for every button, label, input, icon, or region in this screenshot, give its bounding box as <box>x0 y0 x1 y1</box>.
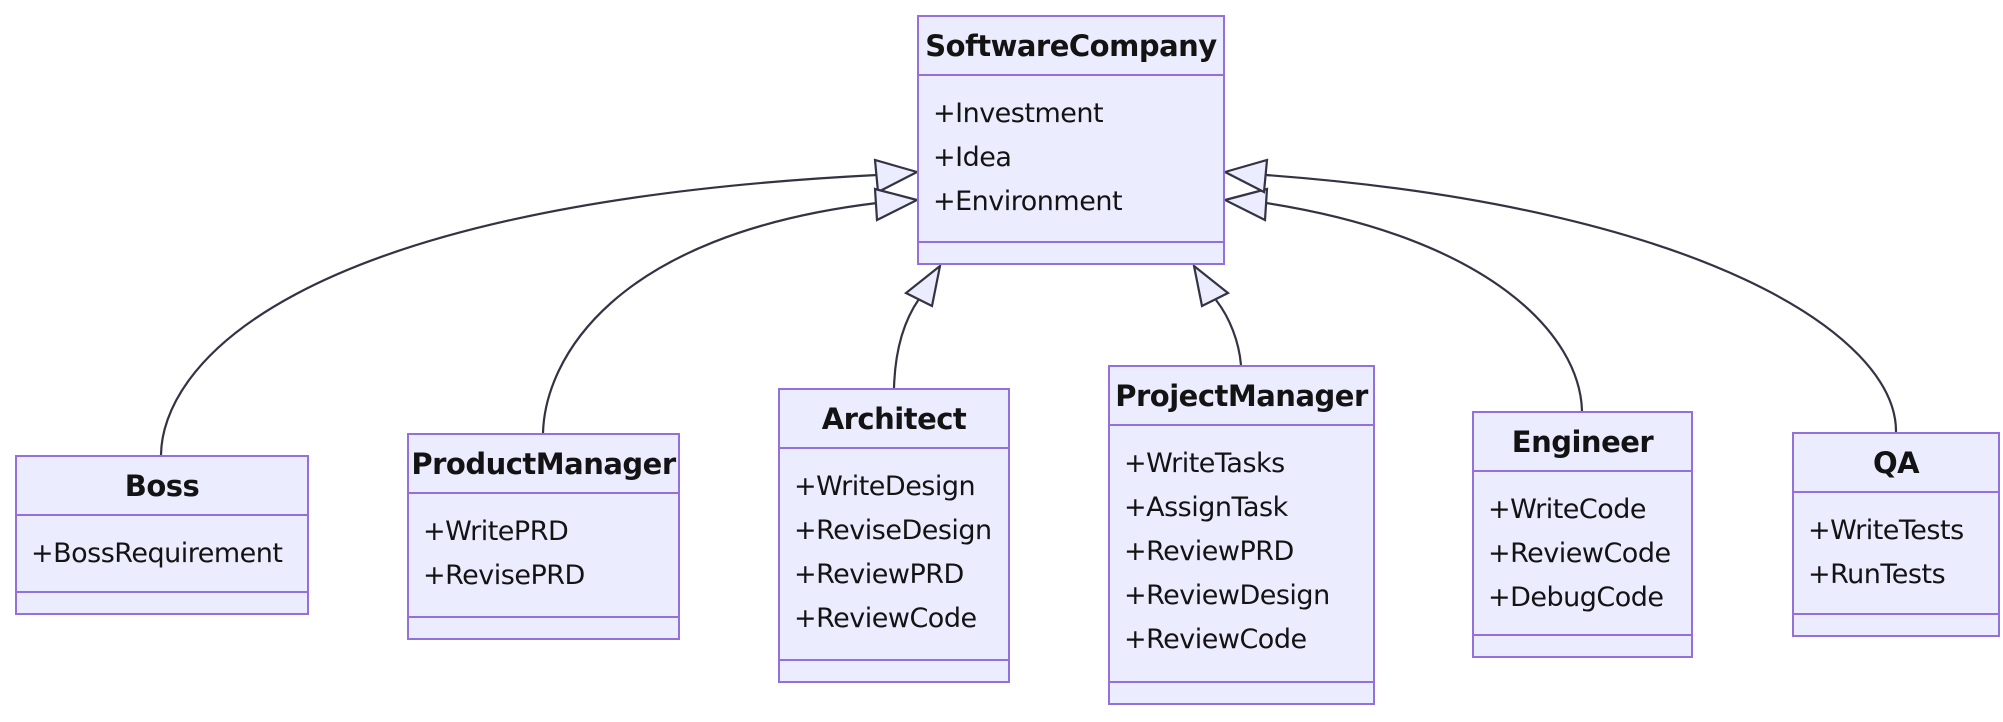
class-boss-attributes: +BossRequirement <box>17 516 307 591</box>
attribute: +ReviewDesign <box>1124 580 1330 611</box>
class-boss: Boss +BossRequirement <box>15 455 309 615</box>
inheritance-edge-product-manager <box>541 201 878 434</box>
attribute: +ReviewCode <box>1488 538 1671 569</box>
inheritance-arrowhead-architect <box>903 263 942 308</box>
class-qa-attributes: +WriteTests +RunTests <box>1794 493 1998 613</box>
attribute: +DebugCode <box>1488 582 1664 613</box>
attribute: +ReviewPRD <box>794 559 964 590</box>
attribute: +ReviewPRD <box>1124 536 1294 567</box>
class-software-company-attributes: +Investment +Idea +Environment <box>919 76 1223 241</box>
attribute: +Investment <box>933 98 1104 129</box>
class-project-manager-methods-empty <box>1110 681 1373 703</box>
attribute: +WriteCode <box>1488 494 1647 525</box>
attribute: +WriteTasks <box>1124 448 1285 479</box>
inheritance-edge-project-manager <box>1215 299 1243 366</box>
class-engineer: Engineer +WriteCode +ReviewCode +DebugCo… <box>1472 411 1693 658</box>
class-qa: QA +WriteTests +RunTests <box>1792 432 2000 637</box>
class-product-manager-attributes: +WritePRD +RevisePRD <box>409 494 678 616</box>
inheritance-edge-qa <box>1265 173 1898 433</box>
inheritance-edge-architect <box>892 298 920 389</box>
class-project-manager: ProjectManager +WriteTasks +AssignTask +… <box>1108 365 1375 705</box>
class-qa-methods-empty <box>1794 613 1998 635</box>
class-qa-title: QA <box>1794 434 1998 493</box>
attribute: +ReviseDesign <box>794 515 992 546</box>
attribute: +WritePRD <box>423 516 569 547</box>
class-project-manager-attributes: +WriteTasks +AssignTask +ReviewPRD +Revi… <box>1110 426 1373 681</box>
class-project-manager-title: ProjectManager <box>1110 367 1373 426</box>
class-software-company: SoftwareCompany +Investment +Idea +Envir… <box>917 15 1225 265</box>
inheritance-arrowhead-project-manager <box>1192 263 1231 308</box>
class-engineer-attributes: +WriteCode +ReviewCode +DebugCode <box>1474 472 1691 634</box>
class-product-manager-methods-empty <box>409 616 678 638</box>
attribute: +BossRequirement <box>31 538 283 569</box>
attribute: +Environment <box>933 186 1123 217</box>
attribute: +RunTests <box>1808 559 1946 590</box>
inheritance-edge-engineer <box>1265 201 1584 412</box>
class-product-manager-title: ProductManager <box>409 435 678 494</box>
attribute: +ReviewCode <box>794 603 977 634</box>
attribute: +RevisePRD <box>423 560 585 591</box>
inheritance-arrowhead-product-manager <box>873 187 921 222</box>
inheritance-arrowhead-boss <box>873 158 920 194</box>
attribute: +ReviewCode <box>1124 624 1307 655</box>
inheritance-arrowhead-qa <box>1222 158 1269 194</box>
class-architect-methods-empty <box>780 659 1008 681</box>
class-boss-title: Boss <box>17 457 307 516</box>
class-architect: Architect +WriteDesign +ReviseDesign +Re… <box>778 388 1010 683</box>
class-product-manager: ProductManager +WritePRD +RevisePRD <box>407 433 680 640</box>
inheritance-edge-boss <box>159 173 878 456</box>
class-software-company-methods-empty <box>919 241 1223 263</box>
class-architect-title: Architect <box>780 390 1008 449</box>
class-engineer-title: Engineer <box>1474 413 1691 472</box>
class-software-company-title: SoftwareCompany <box>919 17 1223 76</box>
class-engineer-methods-empty <box>1474 634 1691 656</box>
class-architect-attributes: +WriteDesign +ReviseDesign +ReviewPRD +R… <box>780 449 1008 659</box>
class-boss-methods-empty <box>17 591 307 613</box>
attribute: +WriteTests <box>1808 515 1964 546</box>
attribute: +Idea <box>933 142 1012 173</box>
attribute: +WriteDesign <box>794 471 976 502</box>
attribute: +AssignTask <box>1124 492 1288 523</box>
inheritance-arrowhead-engineer <box>1221 187 1269 222</box>
